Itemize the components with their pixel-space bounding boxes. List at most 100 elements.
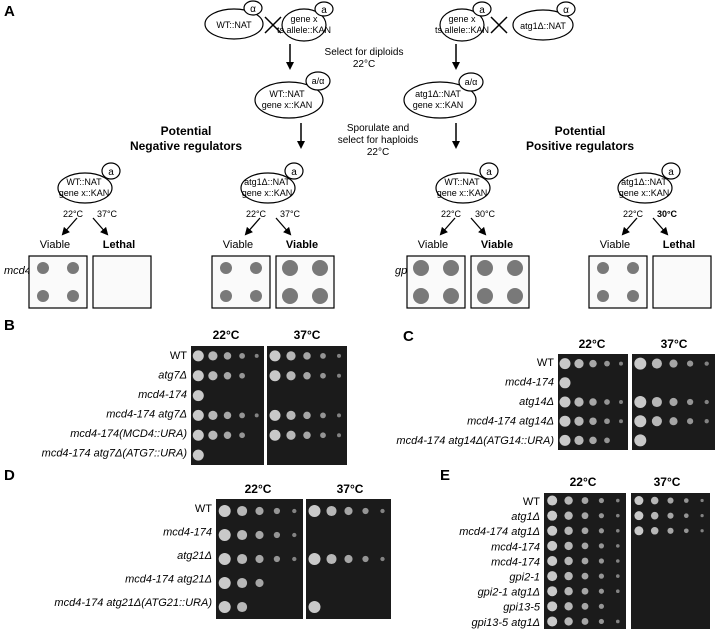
temp-label: 37°C: [97, 209, 118, 219]
temp-label-b-22: 22°C: [213, 328, 240, 342]
panel-b-letter: B: [4, 317, 15, 334]
colony-spot: [67, 262, 79, 274]
step-select-diploids: Select for diploids: [325, 47, 404, 58]
cell-genotype-line1: WT::NAT: [269, 89, 305, 99]
colony-spot: [616, 528, 620, 533]
colony-spot: [616, 498, 620, 503]
colony-spot: [413, 288, 429, 304]
colony-spot: [443, 260, 459, 276]
mating-type: a: [479, 5, 485, 16]
colony-spot: [589, 398, 597, 406]
colony-spot: [237, 577, 248, 589]
cell-genotype-line1: gene x: [448, 14, 476, 24]
colony-spot: [218, 577, 231, 589]
colony-spot: [564, 587, 573, 596]
mating-type-bubble: [661, 162, 681, 180]
temp-label: 30°C: [657, 209, 678, 219]
arrow-right: [92, 217, 109, 236]
colony-spot: [619, 400, 623, 404]
strain-label: gpi2-1 atg1Δ: [478, 587, 540, 599]
colony-spot: [547, 495, 558, 506]
strain-label: atg14Δ: [519, 396, 554, 408]
cross-icon: [490, 16, 508, 34]
negative-header-line1: Potential: [161, 124, 212, 138]
diploid-left: WT::NAT gene x::KAN a/α: [254, 71, 331, 119]
colony-spot: [362, 507, 369, 515]
positive-header-line1: Potential: [555, 124, 606, 138]
strain-label: mcd4-174(MCD4::URA): [70, 428, 187, 440]
temp-label-e-22: 22°C: [570, 475, 597, 489]
colony-spot: [634, 396, 647, 408]
colony-spot: [574, 358, 584, 369]
colony-spot: [616, 513, 620, 518]
step-select-diploids-temp: 22°C: [353, 59, 375, 70]
colony-spot: [220, 290, 232, 302]
colony-spot: [218, 505, 231, 517]
mating-type-bubble: [556, 1, 576, 17]
colony-spot: [255, 578, 264, 588]
cell-genotype-line2: ts allele::KAN: [435, 25, 489, 35]
colony-spot: [192, 429, 204, 441]
colony-spot: [616, 619, 620, 624]
outcome-left: Viable: [223, 239, 253, 251]
colony-spot: [269, 409, 281, 421]
colony-spot: [651, 358, 662, 369]
colony-spot: [320, 372, 326, 379]
colony-spot: [559, 434, 571, 446]
mating-type-bubble: [305, 71, 331, 91]
colony-spot: [547, 601, 558, 612]
colony-spot: [254, 353, 259, 358]
colony-spot: [303, 431, 311, 439]
colony-spot: [344, 554, 353, 564]
strain-label: gpi13-5: [503, 602, 541, 614]
mating-type-bubble: [284, 162, 304, 180]
cell-ellipse: [281, 8, 327, 42]
colony-spot: [683, 528, 689, 534]
colony-spot: [634, 357, 647, 370]
colony-spot: [683, 513, 689, 519]
colony-spot: [237, 505, 248, 517]
colony-spot: [237, 529, 248, 541]
colony-spot: [598, 573, 605, 579]
plates-c: [558, 354, 715, 450]
mating-type: a: [291, 167, 297, 178]
plates-b: [191, 346, 347, 465]
temp-label-c-37: 37°C: [661, 337, 688, 351]
arrow-left: [61, 217, 78, 236]
colony-spot: [223, 431, 232, 439]
colony-spot: [269, 350, 281, 362]
tetrad-plate: [92, 255, 152, 309]
outcome-left: Viable: [40, 239, 70, 251]
temp-label: 22°C: [441, 209, 462, 219]
colony-spot: [255, 554, 264, 564]
colony-spot: [604, 418, 610, 425]
colony-spot: [192, 449, 204, 461]
agar-plate: [267, 346, 347, 465]
colony-spot: [581, 497, 589, 504]
mating-type-bubble: [472, 1, 492, 17]
colony-spot: [337, 433, 341, 438]
mating-type-bubble: [314, 1, 334, 17]
colony-spot: [273, 555, 281, 563]
colony-spot: [574, 435, 584, 446]
colony-spot: [250, 262, 262, 274]
colony-spot: [273, 531, 281, 539]
colony-spot: [362, 555, 369, 563]
colony-spot: [547, 525, 558, 536]
colony-spot: [598, 513, 605, 519]
colony-spot: [650, 511, 659, 520]
colony-spot: [507, 260, 523, 276]
strain-label: mcd4-174: [505, 377, 554, 389]
colony-spot: [547, 586, 558, 597]
colony-spot: [704, 361, 709, 366]
strain-label: mcd4-174 atg7Δ(ATG7::URA): [42, 448, 188, 460]
colony-spot: [303, 411, 311, 420]
cell-ellipse: [435, 172, 491, 204]
colony-spot: [589, 359, 597, 368]
colony-spot: [627, 262, 639, 274]
